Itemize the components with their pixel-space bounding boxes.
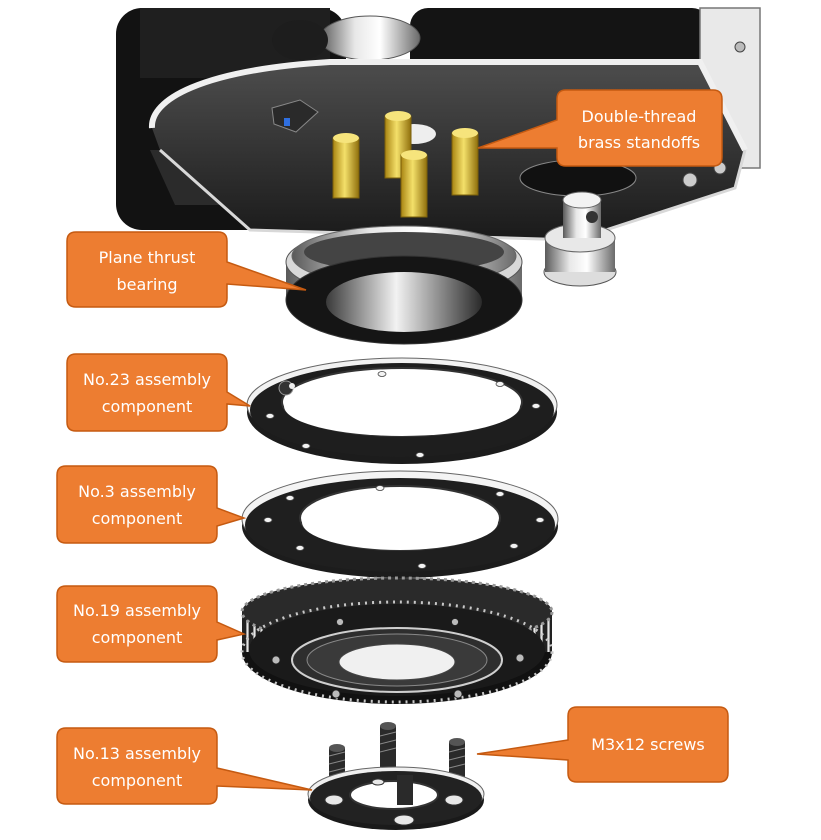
callout-no19-line2: component <box>92 628 183 647</box>
callout-bearing-line2: bearing <box>116 275 177 294</box>
motor-mount-assembly <box>116 7 761 287</box>
callout-bearing-line1: Plane thrust <box>99 248 196 267</box>
callout-no13: No.13 assembly component <box>56 727 313 805</box>
callout-no3: No.3 assembly component <box>56 465 247 544</box>
callout-no19: No.19 assembly component <box>56 585 247 663</box>
callout-standoffs: Double-thread brass standoffs <box>477 89 723 167</box>
callout-standoffs-line2: brass standoffs <box>578 133 700 152</box>
plane-thrust-bearing <box>285 225 523 345</box>
no13-hub <box>307 722 485 830</box>
callout-screws-line1: M3x12 screws <box>591 735 705 754</box>
callout-no13-line2: component <box>92 771 183 790</box>
callout-no23: No.23 assembly component <box>66 353 251 432</box>
callout-no3-line1: No.3 assembly <box>78 482 196 501</box>
callout-standoffs-line1: Double-thread <box>582 107 697 126</box>
callout-screws: M3x12 screws <box>476 706 729 783</box>
callout-bearing: Plane thrust bearing <box>66 231 307 308</box>
brass-standoffs <box>332 111 479 218</box>
callout-no19-line1: No.19 assembly <box>73 601 201 620</box>
drive-pulley <box>543 191 617 287</box>
callout-no23-line2: component <box>102 397 193 416</box>
no3-ring <box>241 470 559 578</box>
callout-no13-line1: No.13 assembly <box>73 744 201 763</box>
no19-gear <box>240 576 554 704</box>
callout-no23-line1: No.23 assembly <box>83 370 211 389</box>
no23-ring <box>246 357 558 464</box>
callout-no3-line2: component <box>92 509 183 528</box>
top-pulley <box>319 15 421 61</box>
